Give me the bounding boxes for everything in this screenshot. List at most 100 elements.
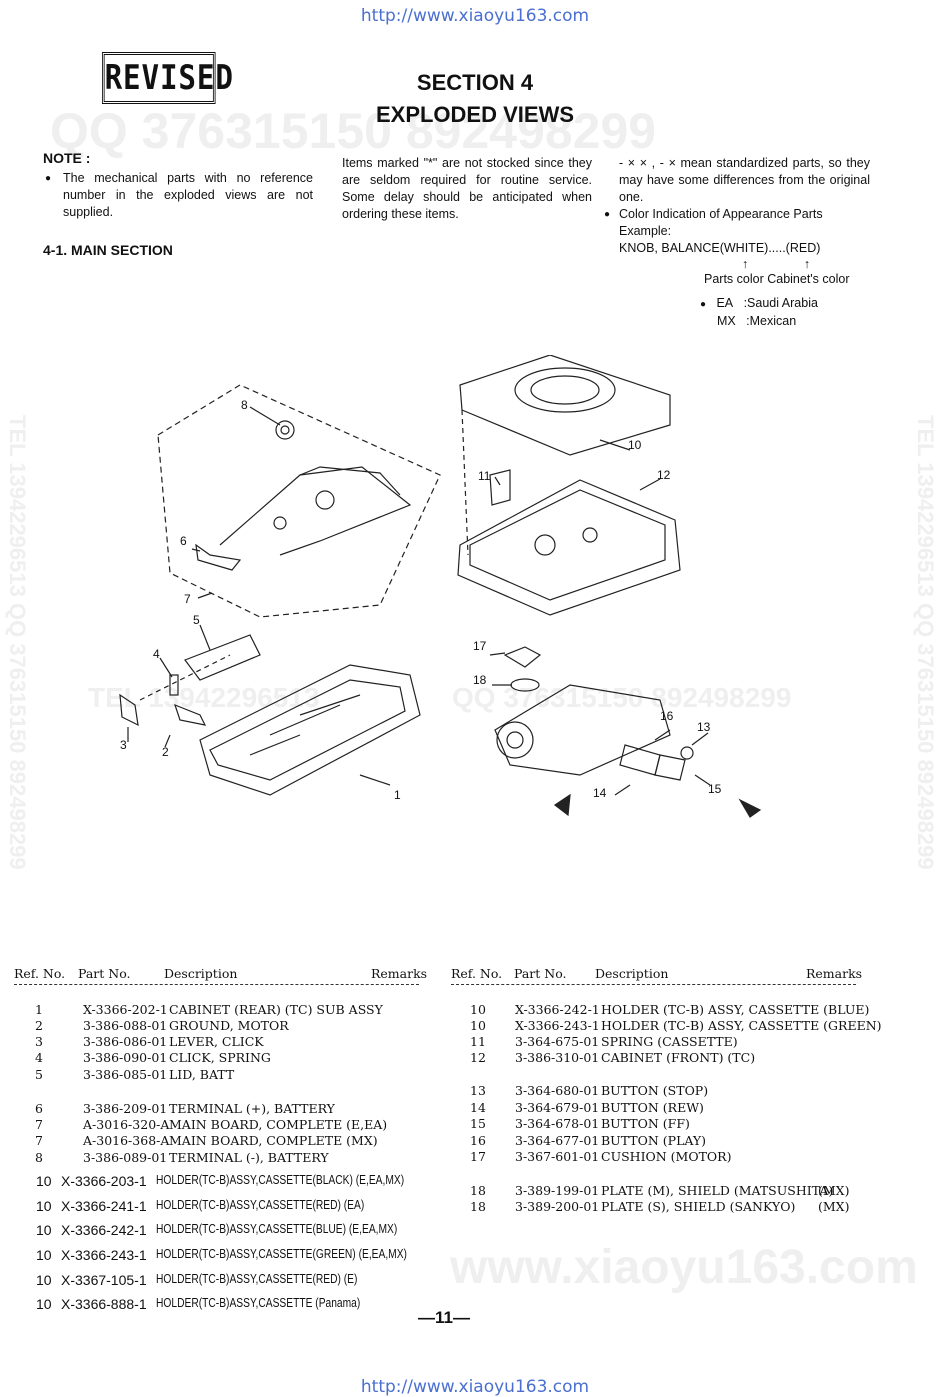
part-no: 3-364-679-01 bbox=[515, 1100, 600, 1115]
ref-no: 10 bbox=[36, 1198, 52, 1214]
callout-1: 1 bbox=[394, 788, 401, 802]
ref-no: 17 bbox=[470, 1149, 486, 1164]
part-no: 3-364-678-01 bbox=[515, 1116, 600, 1131]
ref-no: 1 bbox=[35, 1002, 43, 1017]
description: LID, BATT bbox=[169, 1067, 235, 1082]
ref-no: 8 bbox=[35, 1150, 43, 1165]
motor-cushion bbox=[503, 646, 542, 668]
callout-3: 3 bbox=[120, 738, 127, 752]
left-header-ref: Ref. No. bbox=[14, 966, 66, 981]
description: TERMINAL (+), BATTERY bbox=[169, 1101, 335, 1116]
source-url-bottom[interactable]: http://www.xiaoyu163.com bbox=[360, 1377, 590, 1397]
ref-no: 13 bbox=[470, 1083, 486, 1098]
ref-no: 4 bbox=[35, 1050, 43, 1065]
callout-12: 12 bbox=[657, 468, 671, 482]
revised-stamp: REVISED bbox=[102, 52, 233, 104]
callout-6: 6 bbox=[180, 534, 187, 548]
right-header-part: Part No. bbox=[514, 966, 567, 981]
part-no: X-3366-202-1 bbox=[83, 1002, 168, 1017]
description: CABINET (FRONT) (TC) bbox=[601, 1050, 756, 1065]
page-title: EXPLODED VIEWS bbox=[375, 102, 575, 127]
watermark-bottom: www.xiaoyu163.com bbox=[450, 1241, 918, 1294]
watermark-side-right: TEL 13942296513 QQ 376315150 892498299 bbox=[913, 415, 938, 870]
note-col1-text: The mechanical parts with no reference n… bbox=[43, 170, 313, 221]
region-ea-name: :Saudi Arabia bbox=[743, 296, 818, 310]
remarks: (MX) bbox=[818, 1199, 850, 1214]
subsection-title: 4-1. MAIN SECTION bbox=[43, 242, 173, 258]
part-no: 3-389-200-01 bbox=[515, 1199, 600, 1214]
part-no: X-3367-105-1 bbox=[61, 1272, 147, 1288]
ref-no: 3 bbox=[35, 1034, 43, 1049]
description: BUTTON (STOP) bbox=[601, 1083, 709, 1098]
note-example: KNOB, BALANCE(WHITE).....(RED) bbox=[619, 241, 821, 255]
part-no: 3-386-088-01 bbox=[83, 1018, 168, 1033]
left-header-rule bbox=[14, 984, 419, 985]
description: HOLDER(TC-B)ASSY,CASSETTE(RED) (EA) bbox=[156, 1198, 365, 1212]
description: HOLDER(TC-B)ASSY,CASSETTE(GREEN) (E,EA,M… bbox=[156, 1247, 407, 1261]
ref-no: 18 bbox=[470, 1183, 486, 1198]
main-board bbox=[219, 466, 412, 556]
front-cabinet bbox=[457, 479, 681, 616]
region-mx-code: MX bbox=[717, 314, 736, 328]
ref-no: 10 bbox=[36, 1247, 52, 1263]
part-no: A-3016-320-A bbox=[83, 1117, 170, 1132]
ref-no: 2 bbox=[35, 1018, 43, 1033]
note-col1: The mechanical parts with no reference n… bbox=[43, 170, 313, 221]
part-no: X-3366-203-1 bbox=[61, 1173, 147, 1189]
part-no: 3-386-089-01 bbox=[83, 1150, 168, 1165]
note-col3: - × × , - × mean standardized parts, so … bbox=[602, 155, 870, 288]
description: CUSHION (MOTOR) bbox=[601, 1149, 732, 1164]
ref-no: 10 bbox=[36, 1173, 52, 1189]
part-no: X-3366-243-1 bbox=[515, 1018, 600, 1033]
part-no: 3-386-090-01 bbox=[83, 1050, 168, 1065]
ref-no: 11 bbox=[470, 1034, 486, 1049]
section-number: SECTION 4 bbox=[416, 70, 534, 95]
note-heading: NOTE : bbox=[43, 150, 91, 166]
right-header-rule bbox=[451, 984, 856, 985]
region-mx-name: :Mexican bbox=[746, 314, 797, 328]
description: LEVER, CLICK bbox=[169, 1034, 264, 1049]
note-col2: Items marked "*" are not stocked since t… bbox=[342, 156, 592, 221]
ref-no: 6 bbox=[35, 1101, 43, 1116]
part-no: 3-364-677-01 bbox=[515, 1133, 600, 1148]
ref-no: 10 bbox=[36, 1296, 52, 1312]
left-header-desc: Description bbox=[164, 966, 238, 981]
exploded-view-diagram bbox=[119, 355, 762, 818]
page-number: —11— bbox=[418, 1308, 470, 1327]
board-outline bbox=[157, 384, 441, 618]
ref-no: 16 bbox=[470, 1133, 486, 1148]
part-no: 3-389-199-01 bbox=[515, 1183, 600, 1198]
source-url-top[interactable]: http://www.xiaoyu163.com bbox=[360, 6, 590, 26]
part-no: 3-386-310-01 bbox=[515, 1050, 600, 1065]
watermark-mid-right: QQ 376315150 892498299 bbox=[452, 682, 792, 713]
description: PLATE (S), SHIELD (SANKYO) bbox=[601, 1199, 796, 1214]
callout-10: 10 bbox=[628, 438, 642, 452]
rear-cabinet bbox=[199, 664, 421, 796]
description: HOLDER (TC-B) ASSY, CASSETTE (BLUE) bbox=[601, 1002, 870, 1017]
part-no: X-3366-243-1 bbox=[61, 1247, 147, 1263]
ref-no: 15 bbox=[470, 1116, 486, 1131]
battery-lid bbox=[184, 634, 261, 681]
note-standardized: - × × , - × mean standardized parts, so … bbox=[619, 156, 870, 204]
ref-no: 10 bbox=[36, 1222, 52, 1238]
note-color-indication: Color Indication of Appearance Parts Exa… bbox=[602, 206, 870, 240]
left-header-part: Part No. bbox=[78, 966, 131, 981]
region-ea: ● EA :Saudi Arabia bbox=[700, 296, 818, 310]
description: MAIN BOARD, COMPLETE (E,EA) bbox=[169, 1117, 388, 1132]
tape-mechanism bbox=[494, 684, 671, 776]
